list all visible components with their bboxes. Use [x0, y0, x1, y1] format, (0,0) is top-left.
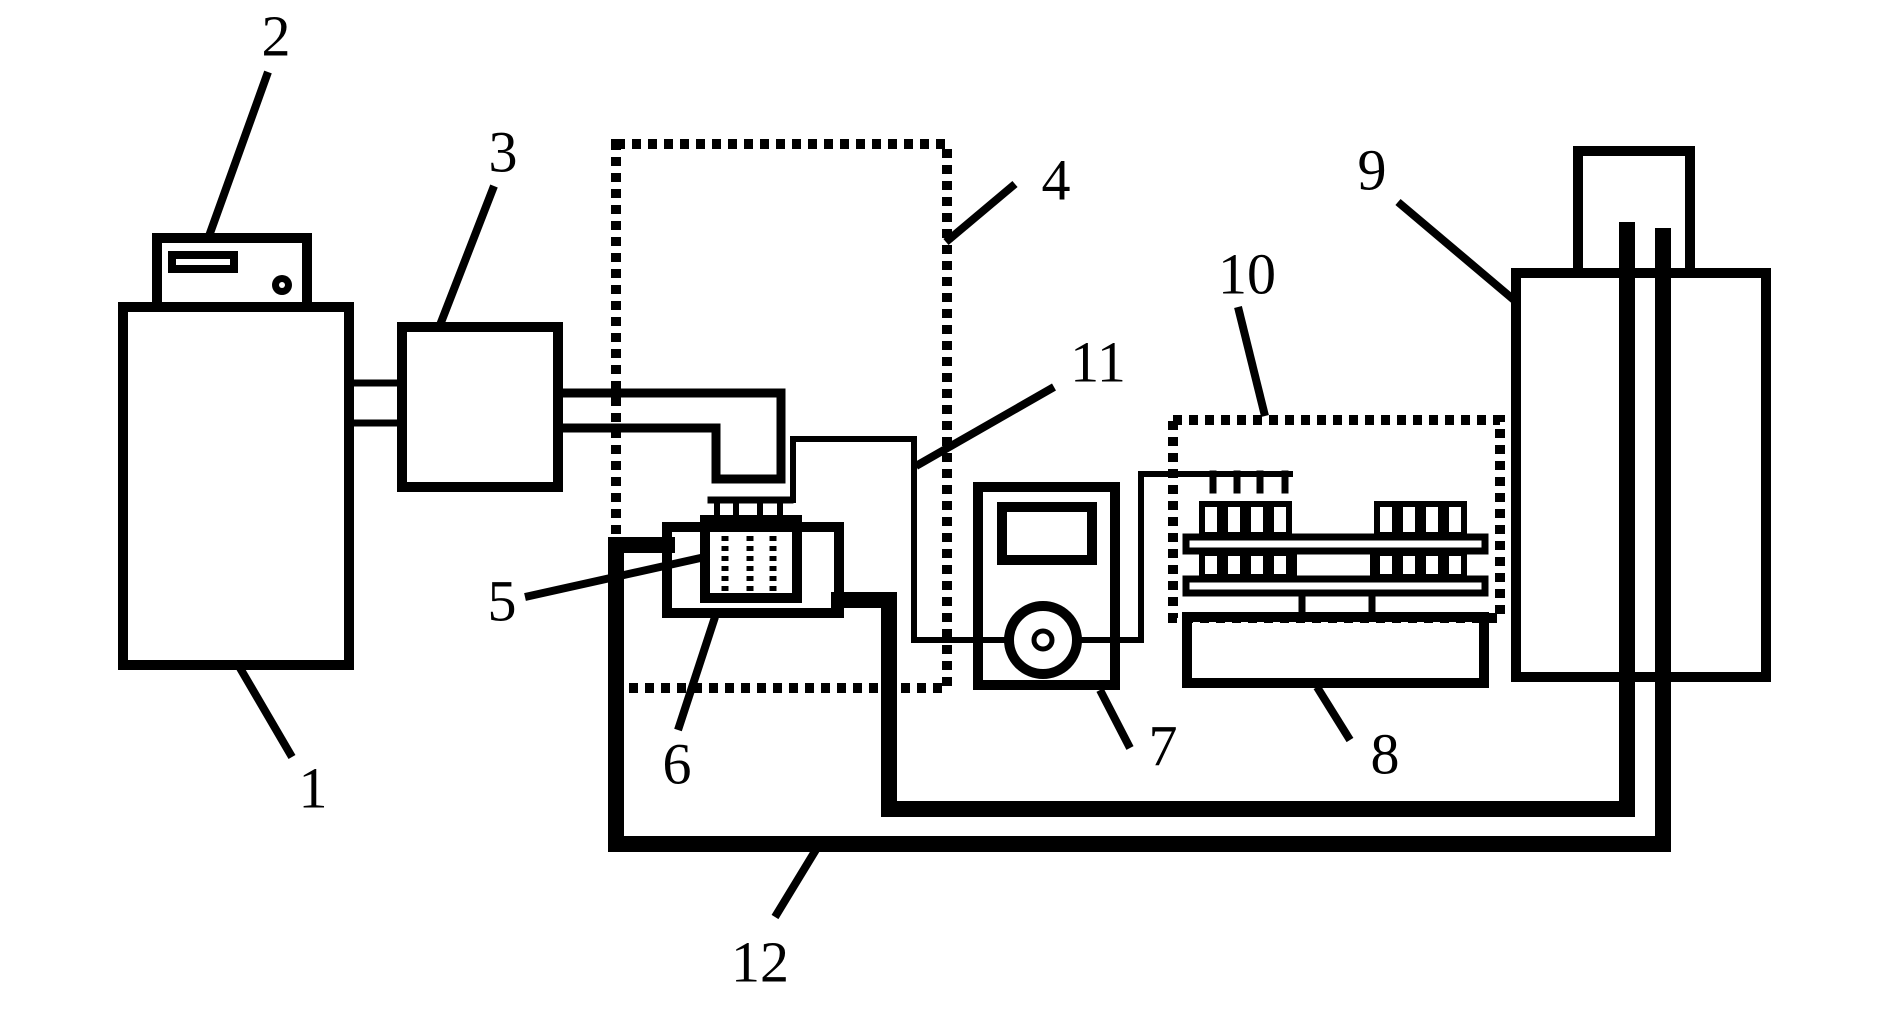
label-6: 6: [663, 731, 692, 796]
rack-tube-lower: [1420, 550, 1444, 580]
rack-spacer-right: [1370, 553, 1377, 577]
label-9: 9: [1358, 137, 1387, 202]
pipe-3-upper: [553, 388, 786, 484]
leader-12: [771, 845, 821, 920]
rack-tube-upper: [1443, 501, 1467, 538]
leader-3: [436, 184, 498, 327]
leader-10: [1234, 306, 1269, 417]
label-11: 11: [1070, 329, 1126, 394]
label-4: 4: [1042, 147, 1071, 212]
leader-11: [914, 383, 1056, 470]
rack-tube-lower: [1199, 550, 1223, 580]
component-9-unit: [1511, 268, 1771, 682]
rack-tube-upper: [1374, 501, 1398, 538]
leader-5: [524, 553, 706, 601]
rack-spacer-left: [1290, 553, 1297, 577]
component-1-body: [118, 302, 354, 670]
rack-tube-upper: [1268, 501, 1292, 538]
component-7-pump: [973, 482, 1120, 690]
label-8: 8: [1371, 721, 1400, 786]
rack-tube-upper: [1199, 501, 1223, 538]
label-3: 3: [489, 119, 518, 184]
leader-8: [1313, 684, 1354, 743]
component-3-unit: [397, 322, 563, 492]
label-1: 1: [299, 755, 328, 820]
component-8-base: [1182, 612, 1489, 688]
controller-knob-center: [279, 282, 285, 288]
tubing-11: [787, 436, 979, 643]
pump-display: [997, 502, 1097, 565]
leader-6: [674, 615, 719, 732]
enclosure-4-dotted: [611, 139, 952, 693]
component-9-top: [1573, 146, 1695, 278]
pump-rotor-hub: [1031, 628, 1055, 652]
rack-tube-lower: [1397, 550, 1421, 580]
leader-9: [1395, 198, 1517, 304]
leader-4: [943, 180, 1018, 246]
rack-tube-upper: [1397, 501, 1421, 538]
pipe-3-lower: [553, 423, 786, 484]
sample-rack: [1182, 501, 1489, 597]
leader-2: [205, 70, 272, 238]
rack-tube-lower: [1374, 550, 1398, 580]
rack-tube-lower: [1222, 550, 1246, 580]
pipe-12-outer: [608, 228, 1671, 852]
component-2-controller: [152, 233, 312, 312]
leader-7: [1096, 688, 1134, 750]
rack-tube-lower: [1245, 550, 1269, 580]
rack-lower-plate: [1182, 575, 1489, 597]
rack-tube-lower: [1268, 550, 1292, 580]
label-10: 10: [1218, 241, 1276, 306]
rack-tube-upper: [1245, 501, 1269, 538]
rack-upper-plate: [1182, 533, 1489, 555]
rack-tube-upper: [1222, 501, 1246, 538]
label-5: 5: [488, 568, 517, 633]
label-12: 12: [731, 929, 789, 994]
rack-tube-lower: [1443, 550, 1467, 580]
controller-display-slot: [168, 251, 238, 273]
label-2: 2: [262, 3, 291, 68]
pipe-12-inner: [831, 222, 1635, 817]
label-7: 7: [1149, 713, 1178, 778]
leader-1: [236, 665, 296, 760]
rack-tube-upper: [1420, 501, 1444, 538]
